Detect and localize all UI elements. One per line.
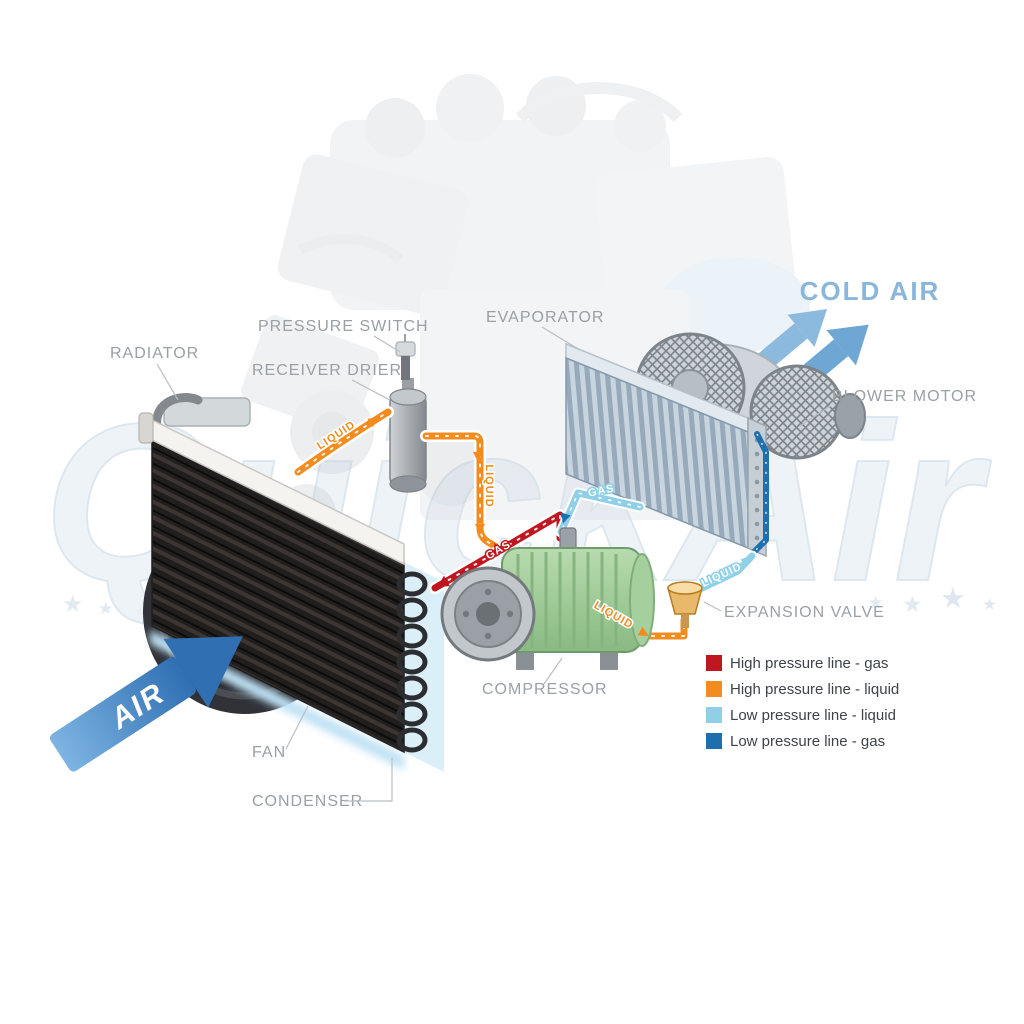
watermark-star-icon: ★ xyxy=(98,599,113,618)
liquid-arrow-icon xyxy=(637,626,649,636)
fan-label: FAN xyxy=(252,744,286,761)
watermark-star-icon: ★ xyxy=(982,595,997,614)
component-labels: RADIATOR PRESSURE SWITCH RECEIVER DRIER … xyxy=(110,276,977,810)
evaporator-label: EVAPORATOR xyxy=(486,309,604,326)
air-arrow-icon: AIR xyxy=(49,636,243,772)
watermark-star-icon: ★ xyxy=(940,583,966,615)
liquid-arrow-icon xyxy=(475,524,485,534)
radiator-label: RADIATOR xyxy=(110,345,199,362)
receiver-drier-label: RECEIVER DRIER xyxy=(252,362,402,379)
legend-label-high-liquid: High pressure line - liquid xyxy=(730,681,899,698)
receiver-drier xyxy=(389,378,427,493)
watermark-star-icon: ★ xyxy=(62,591,84,618)
blower-motor-label: BLOWER MOTOR xyxy=(832,388,977,405)
watermark-star-icon: ★ xyxy=(868,593,883,612)
condenser-coil-ends xyxy=(396,571,428,753)
legend-label-high-gas: High pressure line - gas xyxy=(730,655,888,672)
legend-swatch-high-liquid xyxy=(706,681,722,697)
legend-swatch-high-gas xyxy=(706,655,722,671)
condenser-label: CONDENSER xyxy=(252,793,363,810)
legend: High pressure line - gas High pressure l… xyxy=(706,655,899,750)
compressor xyxy=(440,527,655,670)
liquid-arrow-icon xyxy=(473,452,483,462)
flow-arrows xyxy=(367,417,751,636)
liquid-arrow-icon xyxy=(367,417,379,428)
pressure-switch-label: PRESSURE SWITCH xyxy=(258,318,429,335)
liquid-arrow-icon xyxy=(740,555,751,567)
gas-arrow-icon xyxy=(561,512,571,524)
expansion-valve xyxy=(667,581,703,628)
low-pressure-gas-line-dashes xyxy=(749,433,767,557)
evaporator xyxy=(565,342,767,558)
legend-label-low-gas: Low pressure line - gas xyxy=(730,733,885,750)
liquid-flow-label: LIQUID xyxy=(483,464,495,507)
legend-swatch-low-liquid xyxy=(706,707,722,723)
legend-swatch-low-gas xyxy=(706,733,722,749)
watermark-star-icon: ★ xyxy=(902,591,923,617)
expansion-valve-label: EXPANSION VALVE xyxy=(724,604,885,621)
compressor-label: COMPRESSOR xyxy=(482,681,608,698)
legend-label-low-liquid: Low pressure line - liquid xyxy=(730,707,896,724)
gas-arrow-icon xyxy=(437,575,450,587)
pressure-switch xyxy=(395,334,416,380)
cold-air-label: COLD AIR xyxy=(800,276,941,306)
